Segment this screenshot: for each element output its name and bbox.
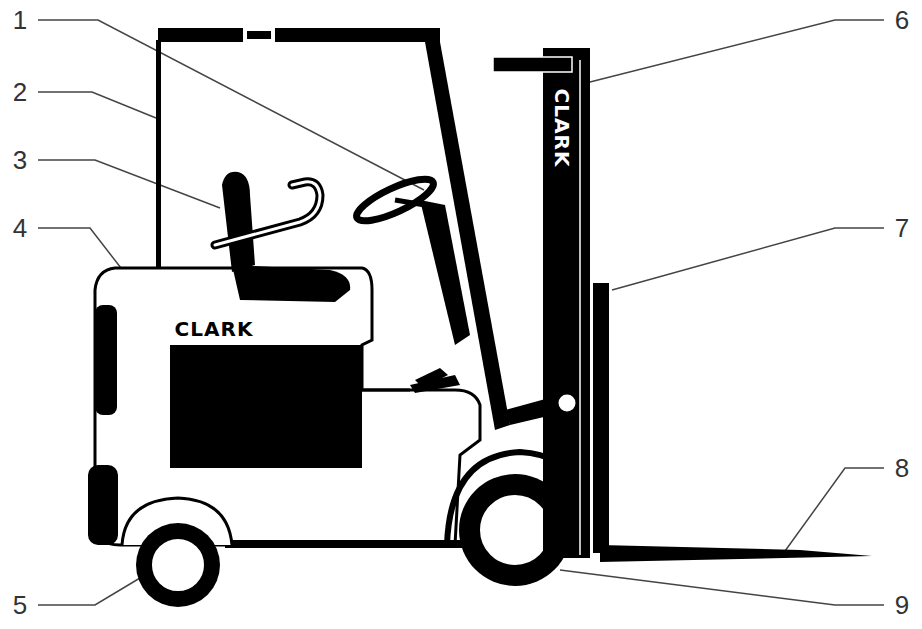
leader-line	[38, 160, 220, 208]
rear-light	[95, 305, 117, 415]
pedal	[415, 368, 448, 388]
rear-wheel-rim	[151, 538, 205, 592]
brand-logo: CLARK	[552, 89, 572, 168]
callout-number: 3	[13, 147, 27, 173]
mast-rail	[585, 48, 590, 558]
floor-line	[362, 389, 410, 392]
carriage	[593, 283, 609, 553]
hip-restraint	[215, 182, 320, 245]
rear-bumper	[88, 465, 118, 545]
steering-column	[420, 200, 470, 345]
callout-number: 8	[895, 455, 909, 481]
hip-restraint	[215, 182, 320, 245]
seat-back	[222, 172, 255, 272]
callout-number: 9	[895, 592, 909, 618]
callout-number: 5	[13, 592, 27, 618]
mast-crossbar	[493, 57, 572, 72]
callout-number: 7	[895, 215, 909, 241]
mast	[543, 48, 585, 558]
leader-line	[612, 228, 884, 290]
callout-number: 1	[13, 7, 27, 33]
callout-number: 4	[13, 215, 27, 241]
overhead-guard	[158, 28, 243, 42]
mast-edge	[579, 60, 581, 555]
overhead-guard	[247, 31, 271, 39]
seat-cushion	[232, 265, 350, 302]
steering-wheel	[352, 171, 438, 228]
front-wheel-rim	[479, 494, 551, 566]
leader-line	[785, 468, 884, 551]
leader-line	[590, 20, 884, 82]
callout-number: 6	[895, 7, 909, 33]
brand-logo: CLARK	[175, 319, 254, 339]
overhead-guard	[275, 28, 440, 42]
leader-line	[38, 20, 424, 190]
rear-wheel	[136, 523, 220, 607]
counterweight-body	[95, 268, 480, 545]
leader-lines	[38, 20, 884, 605]
tilt-pivot	[557, 393, 577, 413]
chassis	[225, 540, 465, 548]
leader-line	[38, 92, 156, 118]
leader-line	[38, 572, 150, 605]
leader-line	[560, 570, 884, 605]
callout-number: 2	[13, 79, 27, 105]
rear-post	[156, 40, 161, 270]
battery-panel	[170, 345, 362, 468]
tilt-cylinder	[505, 395, 565, 425]
steering-spoke	[395, 200, 425, 205]
fork	[600, 545, 872, 562]
